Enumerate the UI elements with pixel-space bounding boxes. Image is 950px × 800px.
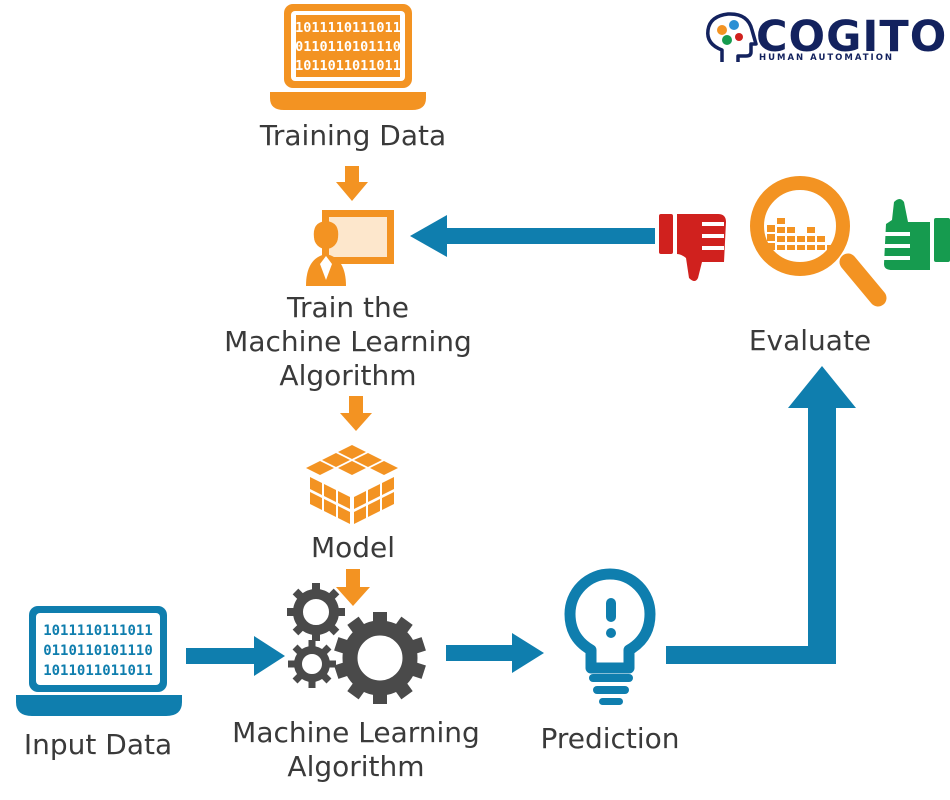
- trainer-icon: [306, 210, 394, 286]
- cogito-logo-tagline: HUMAN AUTOMATION: [759, 53, 895, 63]
- train-label-line-3: Algorithm: [279, 359, 417, 392]
- input-binary-line-3: 1011011011011: [43, 663, 153, 679]
- ml-algorithm-label-line-2: Algorithm: [287, 750, 425, 783]
- input-binary-line-1: 1011110111011: [43, 623, 153, 639]
- training-data-label: Training Data: [259, 119, 447, 152]
- training-data-laptop-icon: 1011110111011 0110110101110 101101101101…: [270, 4, 426, 110]
- evaluate-label: Evaluate: [748, 324, 872, 357]
- arrow-down-train-to-model: [340, 396, 372, 431]
- arrow-down-training-to-train: [336, 166, 368, 201]
- arrow-down-model-to-algorithm: [336, 569, 370, 606]
- train-label-line-1: Train the: [286, 291, 410, 324]
- training-binary-line-2: 0110110101110: [295, 39, 401, 55]
- cogito-logo-wordmark: COGITO: [756, 12, 948, 62]
- model-label: Model: [310, 531, 396, 564]
- ml-algorithm-label-line-1: Machine Learning: [232, 716, 480, 749]
- arrow-algorithm-to-prediction: [446, 633, 544, 673]
- model-cube-icon: [306, 445, 398, 524]
- input-data-label: Input Data: [23, 728, 173, 761]
- input-data-laptop-icon: 1011110111011 0110110101110 101101101101…: [16, 606, 182, 716]
- input-binary-line-2: 0110110101110: [43, 643, 153, 659]
- training-binary-line-3: 1011011011011: [295, 58, 401, 74]
- evaluate-magnifier-icon: [750, 176, 887, 307]
- prediction-label: Prediction: [540, 722, 680, 755]
- thumbs-up-icon: [884, 199, 950, 270]
- gears-icon: [287, 583, 426, 704]
- train-label-line-2: Machine Learning: [224, 325, 472, 358]
- lightbulb-icon: [564, 568, 656, 705]
- thumbs-down-icon: [659, 214, 726, 281]
- arrow-evaluate-to-train: [410, 215, 655, 257]
- arrow-prediction-to-evaluate: [666, 366, 856, 664]
- arrow-input-to-algorithm: [186, 636, 285, 676]
- cogito-logo-head-icon: [706, 12, 758, 62]
- training-binary-line-1: 1011110111011: [295, 20, 401, 36]
